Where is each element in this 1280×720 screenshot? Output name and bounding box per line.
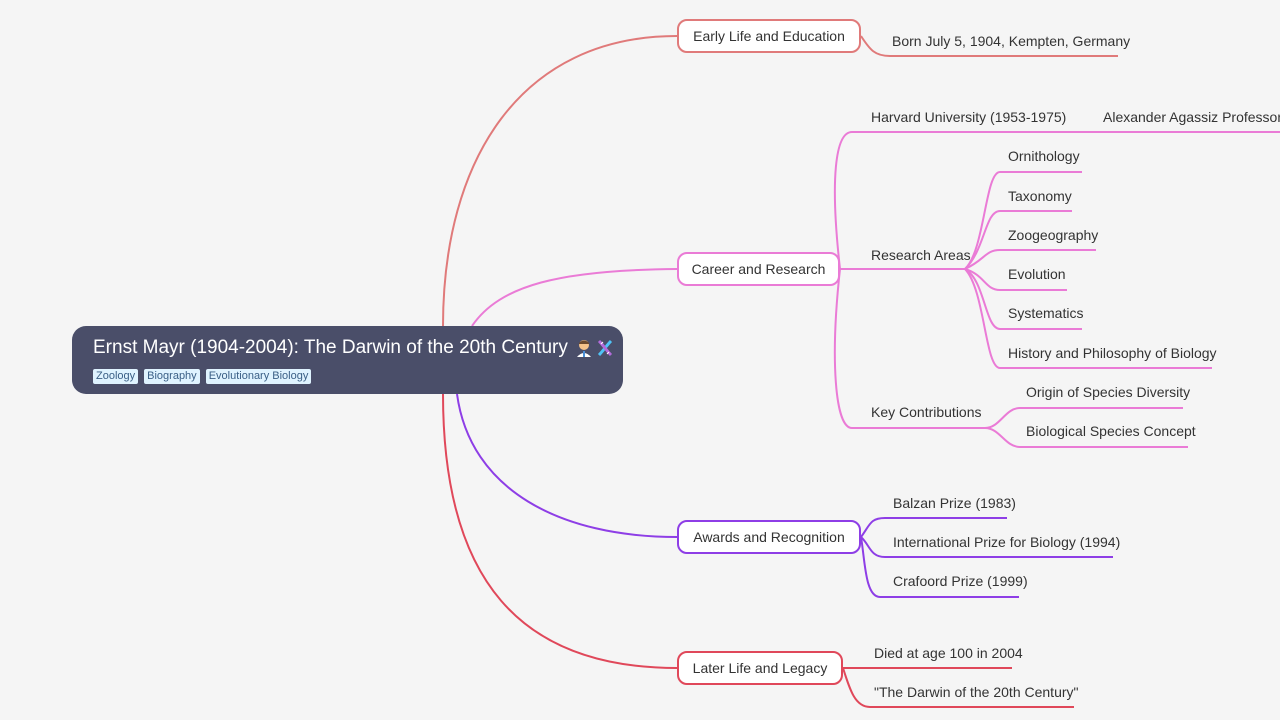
leaf-darwin-20th-century[interactable]: "The Darwin of the 20th Century" — [874, 684, 1079, 700]
leaf-born[interactable]: Born July 5, 1904, Kempten, Germany — [892, 33, 1131, 49]
branch-later-life[interactable]: Later Life and Legacy — [677, 651, 843, 685]
leaf-died[interactable]: Died at age 100 in 2004 — [874, 645, 1023, 661]
leaf-zoogeography[interactable]: Zoogeography — [1008, 227, 1099, 243]
branch-early-life[interactable]: Early Life and Education — [677, 19, 861, 53]
leaf-crafoord-prize[interactable]: Crafoord Prize (1999) — [893, 573, 1028, 589]
connector-later — [442, 393, 678, 669]
tag-evolutionary-biology[interactable]: Evolutionary Biology — [205, 369, 312, 384]
connector-early-leaf — [860, 35, 1118, 57]
root-title-row: Ernst Mayr (1904-2004): The Darwin of th… — [93, 336, 623, 360]
root-emoji — [574, 338, 615, 358]
branch-awards[interactable]: Awards and Recognition — [677, 520, 861, 554]
node-key-contributions[interactable]: Key Contributions — [871, 404, 982, 420]
tag-list: Zoology Biography Evolutionary Biology — [93, 369, 623, 384]
connector-contrib — [833, 268, 985, 429]
tag-biography[interactable]: Biography — [144, 369, 200, 384]
root-node[interactable]: Ernst Mayr (1904-2004): The Darwin of th… — [72, 326, 623, 394]
node-research-areas[interactable]: Research Areas — [871, 247, 971, 263]
leaf-balzan-prize[interactable]: Balzan Prize (1983) — [893, 495, 1016, 511]
leaf-international-prize[interactable]: International Prize for Biology (1994) — [893, 534, 1121, 550]
node-harvard[interactable]: Harvard University (1953-1975) — [871, 109, 1067, 125]
branch-career-research[interactable]: Career and Research — [677, 252, 840, 286]
root-title: Ernst Mayr (1904-2004): The Darwin of th… — [93, 337, 568, 358]
connector-early — [442, 35, 678, 327]
leaf-systematics[interactable]: Systematics — [1008, 305, 1084, 321]
tag-zoology[interactable]: Zoology — [93, 369, 139, 384]
leaf-origin-species-diversity[interactable]: Origin of Species Diversity — [1026, 384, 1191, 400]
leaf-ornithology[interactable]: Ornithology — [1008, 148, 1080, 164]
connector-awards — [456, 393, 678, 538]
connector-harvard — [833, 131, 1280, 270]
leaf-history-philosophy[interactable]: History and Philosophy of Biology — [1008, 345, 1217, 361]
scientist-icon — [576, 340, 591, 357]
connector-career — [471, 268, 678, 327]
leaf-taxonomy[interactable]: Taxonomy — [1008, 188, 1072, 204]
leaf-evolution[interactable]: Evolution — [1008, 266, 1066, 282]
leaf-agassiz-professor[interactable]: Alexander Agassiz Professor o — [1103, 109, 1280, 125]
leaf-biological-species-concept[interactable]: Biological Species Concept — [1026, 423, 1196, 439]
dna-icon — [597, 339, 612, 357]
